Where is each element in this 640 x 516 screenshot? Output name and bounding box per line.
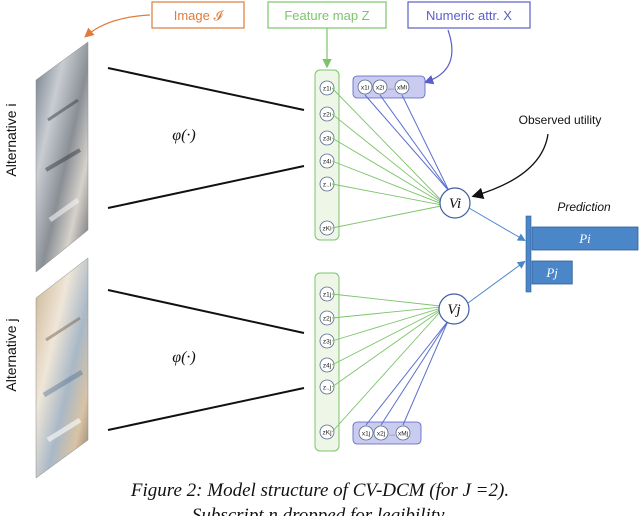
prediction-bar-j <box>531 260 573 285</box>
image-j-photo <box>35 257 89 479</box>
feature-node-i <box>319 106 335 122</box>
attr-node-j <box>358 425 374 441</box>
image-arrow <box>84 14 151 38</box>
feature-connection-j <box>331 307 441 342</box>
alternative-j: Alternative j φ(·) z1j z2j z3j z4j z..j zKj x… <box>3 257 470 479</box>
feature-node-j <box>319 424 335 440</box>
cnn-projection-top-i <box>107 67 305 111</box>
phi-function-j: φ(·) <box>172 349 196 366</box>
prediction-bar-j-label: Pj <box>545 265 558 280</box>
feature-map-header: Feature map Z <box>267 1 387 29</box>
feature-node-i <box>319 80 335 96</box>
feature-connection-i <box>331 160 442 205</box>
prediction-bar-i <box>531 226 639 251</box>
observed-utility-arrow <box>471 133 549 200</box>
feature-node-j <box>319 333 335 349</box>
feature-connection-j <box>331 311 441 433</box>
feature-node-i <box>319 130 335 146</box>
attr-connection-i <box>364 94 450 192</box>
feature-connection-i <box>331 137 442 203</box>
feature-connection-j <box>331 293 441 307</box>
attr-row-i <box>352 75 426 99</box>
attr-node-i <box>357 79 373 95</box>
feature-node-label: z1i <box>323 86 331 93</box>
alternative-i: Alternative i φ(·) z1i z2i z3i z4i z..i zKi x… <box>3 41 471 273</box>
feature-connection-i <box>331 87 442 201</box>
feature-connection-j <box>331 310 441 388</box>
feature-node-label: z..j <box>323 385 331 392</box>
observed-utility-label: Observed utility <box>519 113 602 127</box>
attr-node-label: xMj <box>398 431 408 438</box>
feature-connection-i <box>331 205 442 229</box>
feature-node-label: z2i <box>323 112 331 119</box>
attr-node-label: … <box>389 431 396 438</box>
alternative-j-label: Alternative j <box>3 318 19 391</box>
numeric-attr-header-label: Numeric attr. X <box>426 8 512 23</box>
numeric-attr-arrow <box>423 29 453 85</box>
feature-node-j <box>319 357 335 373</box>
utility-j-to-softmax <box>467 260 526 304</box>
attr-node-j <box>395 425 411 441</box>
attr-node-label: x2j <box>377 431 385 438</box>
feature-node-label: z4i <box>323 159 331 166</box>
attr-connection-j <box>380 320 449 426</box>
feature-connection-j <box>331 309 441 366</box>
utility-j-node <box>438 293 470 325</box>
utility-i-label: Vi <box>449 196 461 212</box>
feature-node-label: z4j <box>323 363 331 370</box>
cnn-projection-bottom-j <box>107 387 305 431</box>
attr-node-label: … <box>388 85 395 92</box>
feature-map-header-label: Feature map Z <box>284 8 369 23</box>
feature-connection-i <box>331 113 442 202</box>
feature-node-label: z3j <box>323 339 331 346</box>
attr-node-j <box>373 425 389 441</box>
utility-i-to-softmax <box>468 207 526 242</box>
softmax-bar <box>525 215 532 293</box>
feature-node-label: z..i <box>323 182 331 189</box>
attr-connection-i <box>401 94 450 192</box>
feature-node-label: z3i <box>323 136 331 143</box>
feature-connection-i <box>331 183 442 206</box>
utility-i-node <box>439 187 471 219</box>
feature-node-i <box>319 153 335 169</box>
feature-node-label: z2j <box>323 316 331 323</box>
attr-connection-j <box>365 320 449 426</box>
prediction-label: Prediction <box>557 200 611 214</box>
image-i-photo <box>35 41 89 273</box>
phi-function-i: φ(·) <box>172 127 196 144</box>
attr-node-i <box>394 79 410 95</box>
numeric-attr-header: Numeric attr. X <box>407 1 531 29</box>
attr-node-i <box>372 79 388 95</box>
feature-node-label: zKj <box>322 430 331 437</box>
attr-node-label: x1j <box>362 431 370 438</box>
attr-node-label: x2i <box>376 85 384 92</box>
feature-node-j <box>319 379 335 395</box>
prediction-bar-i-label: Pi <box>578 231 591 246</box>
attr-node-label: x1i <box>361 85 369 92</box>
caption-line-1: Figure 2: Model structure of CV-DCM (for… <box>130 480 509 501</box>
cnn-projection-top-j <box>107 289 305 334</box>
feature-node-label: z1j <box>323 292 331 299</box>
attr-connection-j <box>402 320 449 426</box>
feature-node-label: zKi <box>322 226 331 233</box>
cnn-projection-bottom-i <box>107 165 305 209</box>
attr-node-label: xMi <box>397 85 407 92</box>
utility-j-label: Vj <box>447 302 460 318</box>
alternative-i-label: Alternative i <box>3 103 19 176</box>
image-header-label: Image 𝓘 <box>174 8 225 23</box>
caption-line-2: Subscript n dropped for legibility. <box>192 505 448 516</box>
attr-connection-i <box>379 94 450 192</box>
image-header: Image 𝓘 <box>151 1 245 29</box>
feature-connection-j <box>331 306 441 319</box>
